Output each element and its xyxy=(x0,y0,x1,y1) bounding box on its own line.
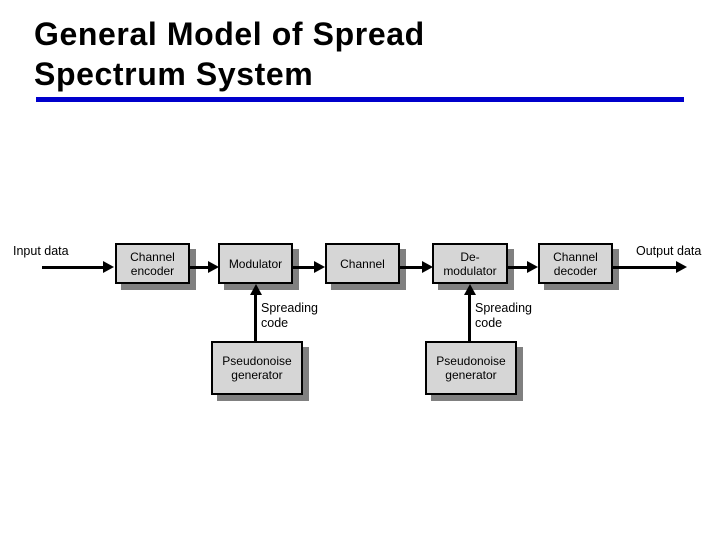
input-data-label: Input data xyxy=(13,244,69,258)
arrow-head-modulator-to-channel xyxy=(314,261,325,273)
output-arrow-line xyxy=(613,266,679,269)
link-channel-to-demodulator xyxy=(400,266,427,269)
block-channel-encoder[interactable]: Channel encoder xyxy=(115,243,190,284)
block-modulator[interactable]: Modulator xyxy=(218,243,293,284)
pn-tx-feed-arrow-head xyxy=(250,284,262,295)
title-underline-rule xyxy=(36,97,684,102)
link-encoder-to-modulator xyxy=(190,266,213,269)
pn-rx-feed-arrow-head xyxy=(464,284,476,295)
block-channel[interactable]: Channel xyxy=(325,243,400,284)
spreading-code-label-tx: Spreading code xyxy=(261,301,318,330)
block-demodulator[interactable]: De- modulator xyxy=(432,243,508,284)
arrow-head-channel-to-demodulator xyxy=(422,261,433,273)
block-pn-generator-tx[interactable]: Pseudonoise generator xyxy=(211,341,303,395)
input-arrow-line xyxy=(42,266,105,269)
link-demodulator-to-decoder xyxy=(508,266,532,269)
pn-tx-feed-line xyxy=(254,295,257,342)
link-modulator-to-channel xyxy=(293,266,319,269)
block-channel-decoder[interactable]: Channel decoder xyxy=(538,243,613,284)
pn-rx-feed-line xyxy=(468,295,471,342)
output-data-label: Output data xyxy=(636,244,702,258)
output-arrow-head xyxy=(676,261,687,273)
spreading-code-label-rx: Spreading code xyxy=(475,301,532,330)
arrow-head-demodulator-to-decoder xyxy=(527,261,538,273)
page-title: General Model of Spread Spectrum System xyxy=(34,16,425,92)
input-arrow-head xyxy=(103,261,114,273)
arrow-head-encoder-to-modulator xyxy=(208,261,219,273)
block-pn-generator-rx[interactable]: Pseudonoise generator xyxy=(425,341,517,395)
